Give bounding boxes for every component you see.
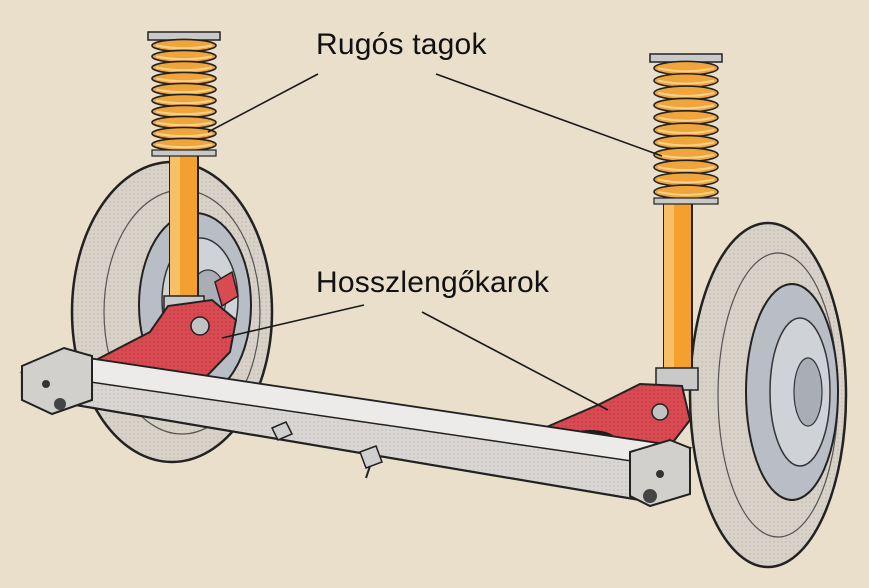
- left-coil-spring: [147, 31, 221, 157]
- axle-beam: [19, 346, 693, 508]
- label-trailing-arms: Hosszlengőkarok: [316, 266, 550, 299]
- label-coil-springs: Rugós tagok: [316, 28, 487, 61]
- right-wheel: [688, 221, 848, 569]
- leader-springs-right: [435, 73, 663, 157]
- right-coil-spring: [649, 53, 723, 205]
- leader-lines: [207, 73, 663, 411]
- leader-arms-left: [221, 304, 365, 339]
- leader-springs-left: [207, 73, 319, 133]
- left-strut: [163, 147, 205, 321]
- right-strut: [655, 195, 699, 391]
- leader-arms-right: [421, 311, 609, 411]
